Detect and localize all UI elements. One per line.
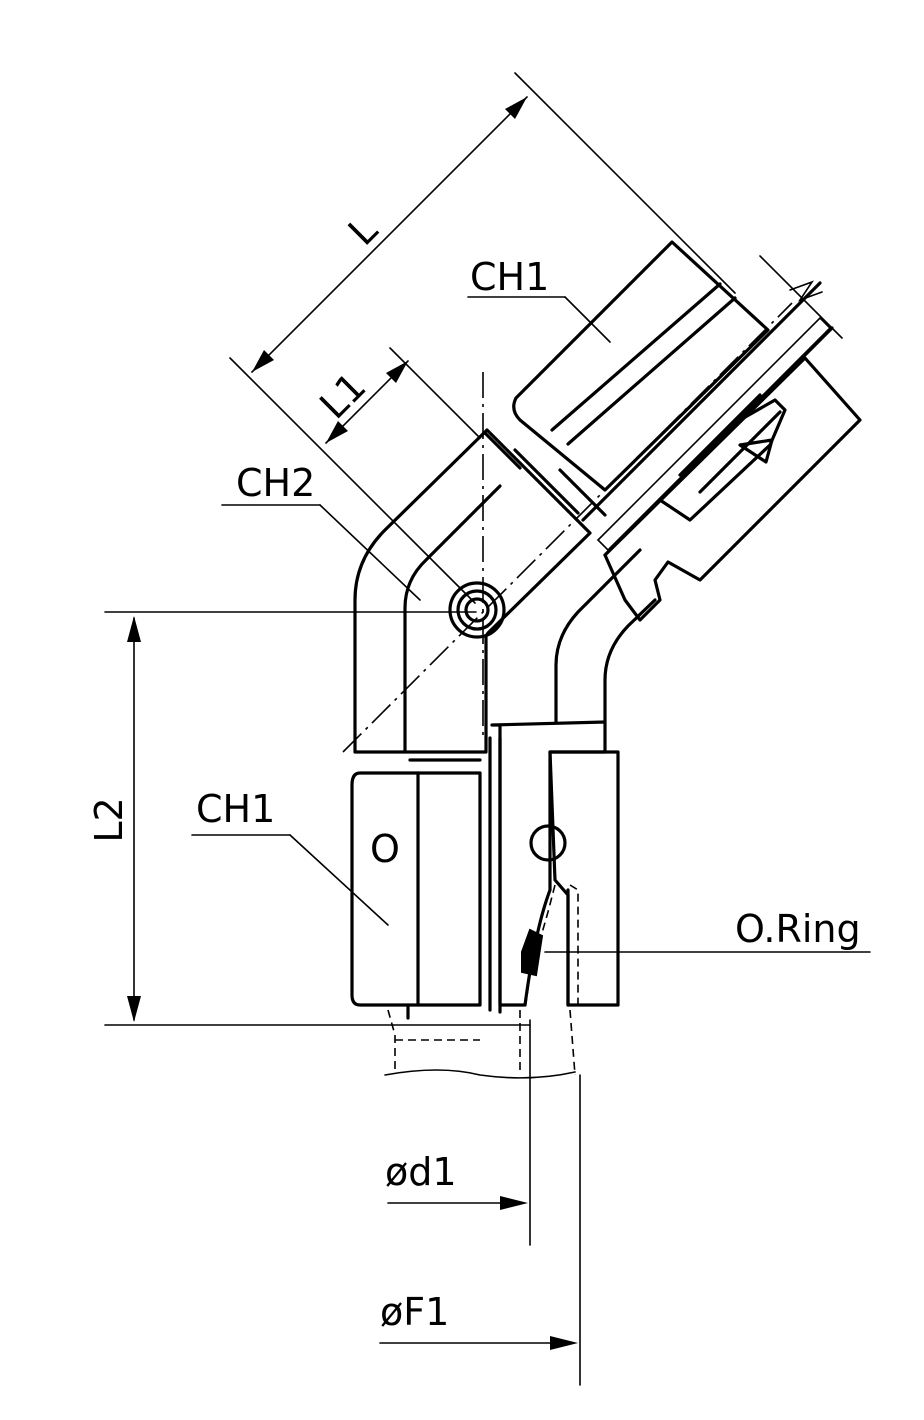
lock-ball: [529, 824, 567, 862]
ball-element: [448, 581, 506, 639]
tube-below-dashed: [387, 1009, 576, 1076]
lower-body-hatch-left: [490, 720, 607, 1007]
dimension-l1: L1: [311, 347, 481, 444]
dimension-l-label: L: [340, 208, 386, 254]
tube-upper-edge: [581, 281, 822, 522]
dimension-f1: øF1: [379, 1074, 581, 1386]
o-ring: [521, 928, 544, 977]
dimension-l2: L2: [87, 611, 531, 1026]
dimension-l2-label: L2: [87, 797, 131, 842]
f1-label: øF1: [380, 1290, 449, 1334]
tube-break-mark: [789, 280, 823, 302]
ch1-bottom-label: CH1: [196, 787, 275, 831]
d1-label: ød1: [385, 1150, 457, 1194]
ch1-top-label: CH1: [470, 255, 549, 299]
oring-label: O.Ring: [735, 907, 861, 951]
hex-o-label: O: [370, 827, 400, 871]
lower-nut-hatch-right: [548, 750, 620, 1007]
dimension-d1: ød1: [385, 1019, 531, 1246]
top-hex-nut: [512, 240, 770, 492]
dimension-l1-label: L1: [311, 364, 374, 427]
tube-break-line: [384, 1069, 576, 1079]
ch2-label: CH2: [236, 461, 315, 505]
upper-section-hatch: [603, 356, 862, 622]
diagonal-centerline: [342, 302, 793, 753]
lower-hex-nut: [350, 771, 482, 1007]
elbow-inner-wall: [403, 484, 502, 754]
